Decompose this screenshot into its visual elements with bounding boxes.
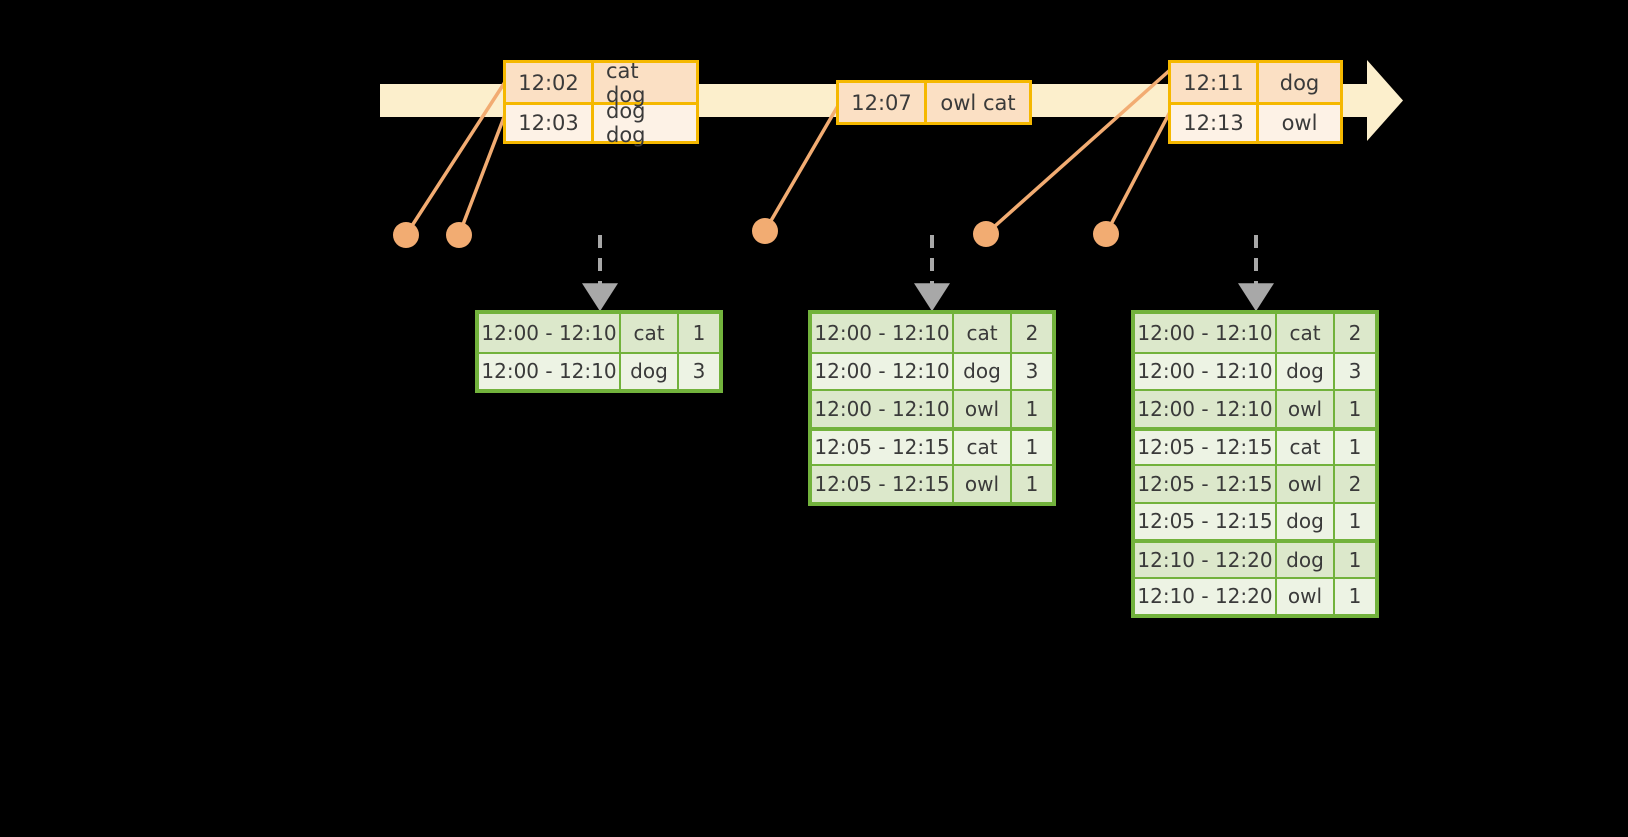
- dot-12-11: [973, 221, 999, 247]
- count-cell: 1: [1025, 471, 1039, 496]
- connector-12-13: [1104, 107, 1174, 235]
- window-cell: 12:00 - 12:10: [1135, 391, 1277, 427]
- window-cell: 12:05 - 12:15: [1135, 503, 1277, 539]
- connector-12-02: [404, 81, 507, 236]
- event-group-1[interactable]: 12:02 cat dog 12:03 dog dog: [503, 58, 699, 147]
- event-words: owl: [1281, 111, 1318, 135]
- event-dots: [393, 218, 1119, 248]
- count-cell: 1: [1348, 547, 1362, 572]
- window-cell: 12:00 - 12:10: [479, 314, 621, 352]
- event-time: 12:03: [506, 105, 594, 141]
- key-cell: cat: [954, 314, 1012, 352]
- event-row[interactable]: 12:02 cat dog: [506, 58, 696, 107]
- count-cell: 1: [1348, 509, 1362, 534]
- event-words: dog: [1279, 70, 1320, 95]
- key-cell: cat: [621, 314, 679, 352]
- key-cell: owl: [954, 466, 1012, 502]
- window-cell: 12:00 - 12:10: [812, 353, 954, 389]
- key-cell: owl: [1277, 466, 1335, 502]
- connector-12-07: [763, 103, 841, 232]
- window-cell: 12:00 - 12:10: [1135, 314, 1277, 352]
- event-time: 12:13: [1171, 105, 1259, 141]
- connector-12-03: [457, 111, 508, 236]
- event-row[interactable]: 12:07 owl cat: [839, 83, 1029, 122]
- dot-12-02: [393, 222, 419, 248]
- count-cell: 1: [692, 320, 706, 345]
- window-cell: 12:00 - 12:10: [812, 314, 954, 352]
- count-cell: 3: [1025, 359, 1039, 384]
- event-row[interactable]: 12:13 owl: [1171, 102, 1340, 141]
- window-cell: 12:05 - 12:15: [1135, 466, 1277, 502]
- window-cell: 12:00 - 12:10: [1135, 353, 1277, 389]
- dot-12-07: [752, 218, 778, 244]
- count-cell: 1: [1025, 396, 1039, 421]
- event-time: 12:02: [506, 63, 594, 102]
- key-cell: cat: [954, 430, 1012, 464]
- key-cell: dog: [954, 353, 1012, 389]
- count-cell: 1: [1348, 435, 1362, 460]
- key-cell: owl: [1277, 391, 1335, 427]
- key-cell: cat: [1277, 314, 1335, 352]
- event-group-3[interactable]: 12:11 dog 12:13 owl: [1168, 60, 1343, 144]
- count-cell: 1: [1348, 396, 1362, 421]
- count-cell: 2: [1348, 320, 1362, 345]
- event-group-2[interactable]: 12:07 owl cat: [836, 80, 1032, 125]
- window-cell: 12:10 - 12:20: [1135, 543, 1277, 577]
- window-cell: 12:05 - 12:15: [812, 430, 954, 464]
- count-cell: 2: [1025, 320, 1039, 345]
- count-cell: 2: [1348, 471, 1362, 496]
- window-cell: 12:05 - 12:15: [1135, 430, 1277, 464]
- event-time: 12:07: [839, 83, 927, 122]
- key-cell: dog: [621, 353, 679, 389]
- event-words: dog dog: [606, 99, 646, 147]
- key-cell: owl: [954, 391, 1012, 427]
- event-row[interactable]: 12:11 dog: [1171, 63, 1340, 102]
- window-cell: 12:00 - 12:10: [479, 353, 621, 389]
- emit-arrows: [582, 235, 1274, 312]
- window-cell: 12:10 - 12:20: [1135, 578, 1277, 614]
- count-cell: 3: [1348, 359, 1362, 384]
- count-cell: 1: [1025, 435, 1039, 460]
- key-cell: dog: [1277, 543, 1335, 577]
- count-cell: 1: [1348, 584, 1362, 609]
- key-cell: owl: [1277, 578, 1335, 614]
- dot-12-03: [446, 222, 472, 248]
- event-row[interactable]: 12:03 dog dog: [506, 99, 696, 147]
- event-time: 12:11: [1171, 63, 1259, 102]
- event-words: owl cat: [940, 90, 1016, 115]
- window-cell: 12:05 - 12:15: [812, 466, 954, 502]
- dot-12-13: [1093, 221, 1119, 247]
- window-cell: 12:00 - 12:10: [812, 391, 954, 427]
- key-cell: dog: [1277, 353, 1335, 389]
- count-cell: 3: [692, 359, 706, 384]
- event-words: cat dog: [606, 58, 646, 107]
- key-cell: cat: [1277, 430, 1335, 464]
- key-cell: dog: [1277, 503, 1335, 539]
